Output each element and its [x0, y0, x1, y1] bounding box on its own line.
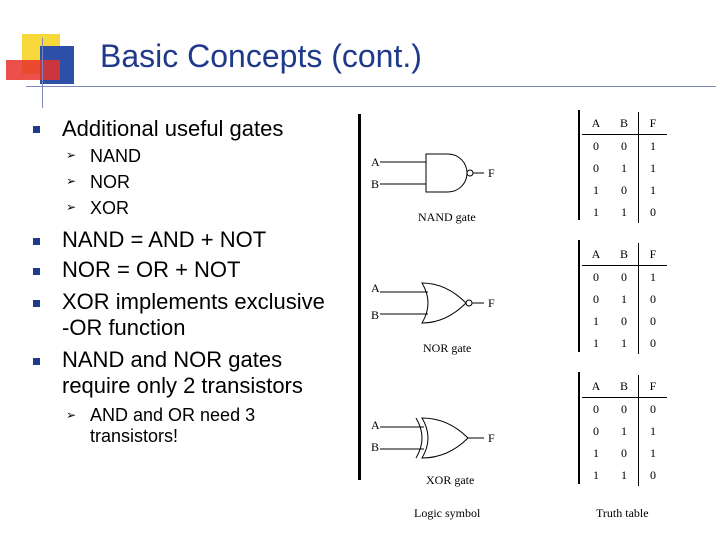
cell: 0 [638, 288, 667, 310]
header-f: F [638, 243, 667, 266]
xor-gate-caption: XOR gate [426, 473, 474, 487]
table-bar [578, 110, 580, 220]
cell: 1 [593, 204, 599, 219]
logic-symbol-caption: Logic symbol [414, 506, 481, 520]
bullet-xor-line2: -OR function [62, 315, 186, 340]
cell: 0 [638, 464, 667, 486]
cell: 0 [638, 397, 667, 420]
cell: 1 [621, 467, 627, 482]
truth-table-caption: Truth table [596, 506, 649, 520]
cell: 0 [593, 423, 599, 438]
nor-input-b-label: B [371, 308, 379, 322]
nor-output-label: F [488, 296, 495, 310]
decor-horizontal-line [26, 86, 716, 87]
cell: 0 [621, 401, 627, 416]
decor-red-bar [6, 60, 60, 80]
cell: 0 [621, 269, 627, 284]
header-b: B [610, 375, 639, 398]
header-b: B [610, 243, 639, 266]
cell: 1 [593, 313, 599, 328]
header-b: B [610, 112, 639, 135]
header-a: A [582, 375, 610, 398]
sub-bullet-and-or-line2: transistors! [90, 426, 179, 446]
bullet-transistors-line1: NAND and NOR gates [62, 347, 283, 372]
nand-gate-diagram: A B F NAND gate [371, 153, 495, 224]
header-f: F [638, 112, 667, 135]
cell: 0 [621, 138, 627, 153]
sub-bullet-and-or-line1: AND and OR need 3 [90, 405, 256, 425]
sub-bullet-xor: XOR [90, 198, 130, 218]
cell: 0 [638, 310, 667, 332]
cell: 1 [638, 157, 667, 179]
cell: 1 [593, 467, 599, 482]
arrow-bullet-icon: ➢ [66, 148, 77, 162]
cell: 1 [621, 423, 627, 438]
cell: 0 [593, 160, 599, 175]
cell: 0 [593, 401, 599, 416]
bullet-nand-eq: NAND = AND + NOT [62, 227, 267, 252]
arrow-bullet-icon: ➢ [66, 408, 77, 422]
cell: 1 [621, 160, 627, 175]
arrow-bullet-icon: ➢ [66, 200, 77, 214]
cell: 1 [593, 182, 599, 197]
arrow-bullet-icon: ➢ [66, 174, 77, 188]
table-bar [578, 240, 580, 352]
cell: 0 [593, 138, 599, 153]
cell: 1 [621, 204, 627, 219]
nand-gate-caption: NAND gate [418, 210, 476, 224]
bullet-square-icon [33, 126, 40, 133]
bullet-square-icon [33, 238, 40, 245]
table-bar [578, 372, 580, 484]
header-a: A [582, 112, 610, 135]
cell: 0 [621, 313, 627, 328]
nand-input-b-label: B [371, 177, 379, 191]
xor-input-b-label: B [371, 440, 379, 454]
nor-input-a-label: A [371, 281, 380, 295]
header-f: F [638, 375, 667, 398]
cell: 0 [593, 269, 599, 284]
bullet-transistors-line2: require only 2 transistors [62, 373, 303, 398]
nor-gate-diagram: A B F NOR gate [371, 281, 495, 355]
header-a: A [582, 243, 610, 266]
cell: 0 [638, 201, 667, 223]
bullet-square-icon [33, 358, 40, 365]
bullet-xor-line1: XOR implements exclusive [62, 289, 325, 314]
nor-gate-caption: NOR gate [423, 341, 471, 355]
xor-output-label: F [488, 431, 495, 445]
xor-input-a-label: A [371, 418, 380, 432]
bullet-square-icon [33, 268, 40, 275]
cell: 1 [638, 420, 667, 442]
bullet-nor-eq: NOR = OR + NOT [62, 257, 241, 282]
cell: 0 [621, 182, 627, 197]
cell: 0 [621, 445, 627, 460]
decor-vertical-line [42, 38, 43, 108]
sub-bullet-nor: NOR [90, 172, 130, 192]
cell: 1 [593, 445, 599, 460]
nand-input-a-label: A [371, 155, 380, 169]
cell: 1 [638, 265, 667, 288]
nand-output-label: F [488, 166, 495, 180]
xor-gate-diagram: A B F XOR gate [371, 417, 495, 487]
cell: 1 [621, 291, 627, 306]
cell: 0 [593, 291, 599, 306]
bullet-additional-gates: Additional useful gates [62, 116, 284, 141]
bullet-square-icon [33, 300, 40, 307]
cell: 1 [638, 134, 667, 157]
cell: 1 [621, 335, 627, 350]
sub-bullet-nand: NAND [90, 146, 142, 166]
cell: 1 [638, 179, 667, 201]
column-divider [358, 114, 361, 480]
slide-title: Basic Concepts (cont.) [100, 38, 422, 74]
cell: 0 [638, 332, 667, 354]
cell: 1 [638, 442, 667, 464]
cell: 1 [593, 335, 599, 350]
